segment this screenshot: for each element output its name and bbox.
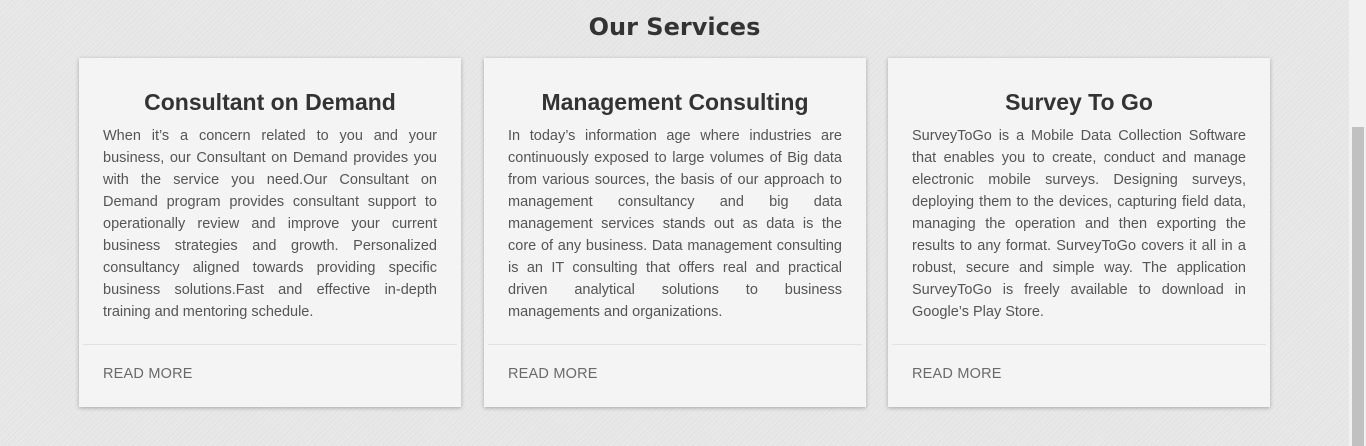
card-description: In today’s information age where industr… bbox=[508, 128, 842, 320]
card-title: Survey To Go bbox=[1005, 89, 1153, 115]
card-title: Management Consulting bbox=[541, 89, 809, 115]
card-description: When it’s a concern related to you and y… bbox=[103, 128, 437, 320]
card-description: SurveyToGo is a Mobile Data Collection S… bbox=[912, 128, 1246, 320]
service-card-management-consulting: Management Consulting In today’s informa… bbox=[484, 58, 866, 407]
card-divider bbox=[83, 344, 457, 345]
read-more-link[interactable]: READ MORE bbox=[912, 366, 1002, 382]
vertical-scrollbar[interactable] bbox=[1349, 0, 1366, 446]
read-more-link[interactable]: READ MORE bbox=[508, 366, 598, 382]
service-card-survey-to-go: Survey To Go SurveyToGo is a Mobile Data… bbox=[888, 58, 1270, 407]
section-title: Our Services bbox=[588, 13, 761, 41]
read-more-link[interactable]: READ MORE bbox=[103, 366, 193, 382]
card-divider bbox=[488, 344, 862, 345]
card-divider bbox=[892, 344, 1266, 345]
card-title: Consultant on Demand bbox=[144, 89, 396, 115]
service-card-consultant-on-demand: Consultant on Demand When it’s a concern… bbox=[79, 58, 461, 407]
scrollbar-thumb[interactable] bbox=[1352, 127, 1364, 446]
